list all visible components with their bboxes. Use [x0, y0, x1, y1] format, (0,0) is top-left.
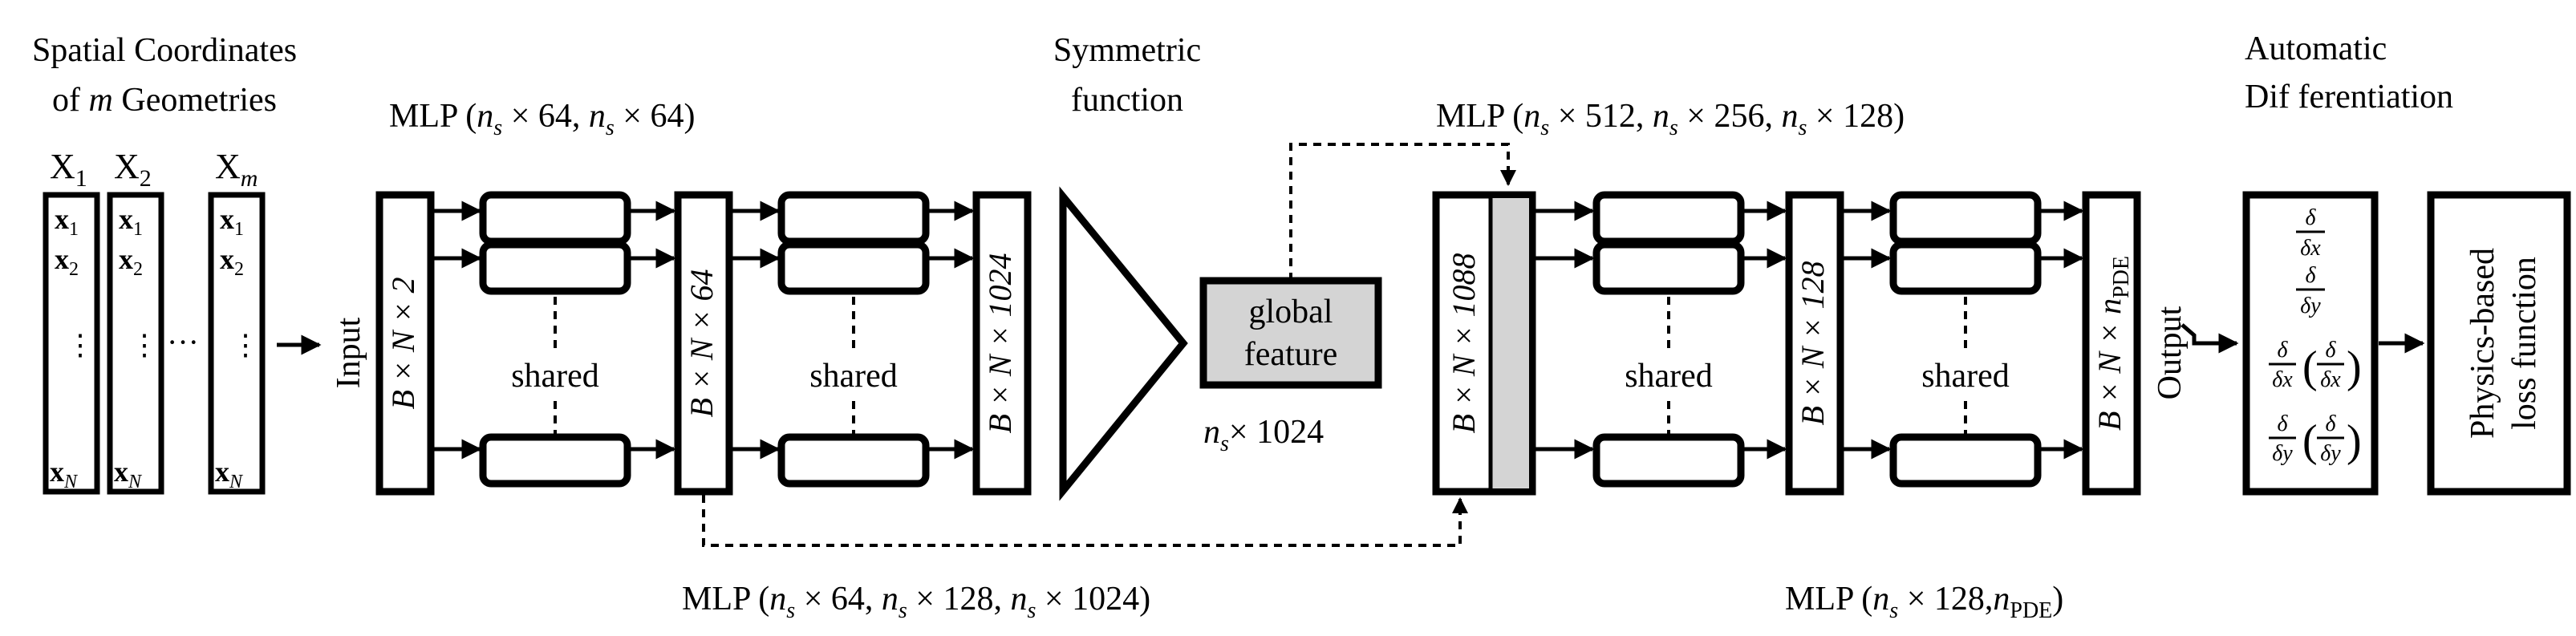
tensor-label-4: B × N × 1088 — [1446, 253, 1482, 433]
autodiff-line2: Dif ferentiation — [2245, 79, 2453, 115]
tensor-label-2: B × N × 64 — [684, 269, 720, 417]
svg-text:δ: δ — [2305, 263, 2316, 288]
svg-text:δx: δx — [2272, 367, 2293, 392]
mlp-unit — [777, 433, 930, 488]
autodiff-line1: Automatic — [2245, 30, 2387, 67]
geometry-column-2: X2 x1 x2 ⋮ xN — [107, 147, 164, 495]
geometry-label-1: X1 — [50, 147, 87, 192]
mlp-bottom-right-label: MLP (ns × 128,nPDE) — [1785, 581, 2063, 623]
point-row: xN — [50, 456, 79, 492]
svg-text:(: ( — [2302, 342, 2318, 392]
svg-text:(: ( — [2302, 416, 2318, 466]
shared-label-1: shared — [511, 358, 599, 395]
ellipsis-between-columns: ··· — [167, 324, 199, 360]
point-row: x1 — [119, 203, 143, 240]
local-feature-skip-arrow — [702, 495, 1468, 547]
geometry-label-2: X2 — [114, 147, 152, 192]
svg-text:δy: δy — [2300, 294, 2321, 318]
mlp-unit — [1889, 191, 2042, 245]
symmetric-function-line2: function — [1071, 82, 1183, 119]
svg-text:δ: δ — [2325, 338, 2336, 363]
point-row: x1 — [220, 203, 244, 240]
svg-text:δ: δ — [2305, 205, 2316, 230]
symmetric-function-triangle — [1059, 186, 1188, 501]
mlp-stage-1: shared — [433, 191, 676, 488]
loss-function-box — [2427, 191, 2571, 496]
global-feature-box — [1199, 277, 1382, 389]
tensor-block-2 — [674, 191, 733, 496]
mlp-stage-2: shared — [732, 191, 975, 488]
mlp-unit — [479, 241, 631, 295]
shared-label-3: shared — [1625, 358, 1713, 395]
svg-text:δx: δx — [2320, 367, 2341, 392]
point-row: x2 — [119, 243, 143, 280]
point-row: x2 — [55, 243, 79, 280]
mlp-top-right-label: MLP (ns × 512, ns × 256, ns × 128) — [1436, 98, 1905, 140]
point-row: xN — [215, 456, 244, 492]
geometry-box-m — [208, 192, 266, 495]
geometry-box-1 — [43, 192, 100, 495]
ellipsis: ⋮ — [130, 329, 159, 361]
mlp-unit — [1592, 241, 1745, 295]
tensor-block-1 — [375, 191, 435, 496]
input-label: Input — [331, 317, 367, 388]
mlp-unit — [1592, 191, 1745, 245]
ellipsis: ⋮ — [231, 329, 260, 361]
mlp-unit — [777, 241, 930, 295]
svg-text:δx: δx — [2300, 236, 2321, 261]
output-label: Output — [2152, 306, 2189, 399]
loss-line2: loss function — [2506, 257, 2543, 430]
mlp-unit — [1592, 433, 1745, 488]
geometry-box-2 — [107, 192, 164, 495]
tensor-block-5 — [1785, 191, 1844, 496]
tensor-label-6: B × N × nPDE — [2091, 256, 2134, 431]
tensor-block-4-global-part — [1491, 198, 1529, 488]
loss-line1: Physics-based — [2464, 248, 2501, 439]
point-row: xN — [114, 456, 143, 492]
symmetric-function-line1: Symmetric — [1053, 32, 1201, 69]
geometry-column-1: X1 x1 x2 ⋮ xN — [43, 147, 100, 495]
point-row: x1 — [55, 203, 79, 240]
tensor-block-6 — [2082, 191, 2141, 496]
mlp-unit — [1889, 241, 2042, 295]
mlp-stage-4: shared — [1843, 191, 2084, 488]
svg-text:): ) — [2347, 416, 2362, 466]
ellipsis: ⋮ — [66, 329, 95, 361]
tensor-label-3: B × N × 1024 — [982, 253, 1018, 433]
tensor-block-3 — [972, 191, 1032, 496]
geometry-label-m: Xm — [215, 147, 258, 192]
geometry-column-m: Xm x1 x2 ⋮ xN — [208, 147, 266, 495]
arrow-to-autodiff — [2180, 323, 2239, 354]
mlp-bottom-left-label: MLP (ns × 64, ns × 128, ns × 1024) — [682, 581, 1150, 623]
mlp-unit — [1889, 433, 2042, 488]
tensor-label-1: B × N × 2 — [385, 277, 421, 409]
svg-text:δ: δ — [2277, 411, 2288, 436]
mlp-top-left-label: MLP (ns × 64, ns × 64) — [389, 98, 695, 140]
global-feature-dim: ns× 1024 — [1203, 414, 1324, 456]
shared-label-2: shared — [809, 358, 898, 395]
tensor-label-5: B × N × 128 — [1795, 261, 1831, 425]
mlp-unit — [777, 191, 930, 245]
global-feature-line2: feature — [1244, 336, 1338, 373]
svg-text:δy: δy — [2320, 441, 2341, 466]
mlp-unit — [479, 191, 631, 245]
autodiff-box — [2242, 191, 2379, 496]
input-title-line1: Spatial Coordinates — [32, 32, 297, 69]
mlp-stage-3: shared — [1535, 191, 1787, 488]
svg-text:δy: δy — [2272, 441, 2293, 466]
global-feature-line1: global — [1249, 294, 1333, 330]
shared-label-4: shared — [1921, 358, 2010, 395]
derivative-terms: δ δx δ δy δ δx ( δ δx ) δ δy ( δ δy ) — [2269, 205, 2362, 466]
svg-text:): ) — [2347, 342, 2362, 392]
svg-text:δ: δ — [2325, 411, 2336, 436]
mlp-unit — [479, 433, 631, 488]
svg-text:δ: δ — [2277, 338, 2288, 363]
point-row: x2 — [220, 243, 244, 280]
input-title-line2: of m Geometries — [52, 82, 277, 119]
